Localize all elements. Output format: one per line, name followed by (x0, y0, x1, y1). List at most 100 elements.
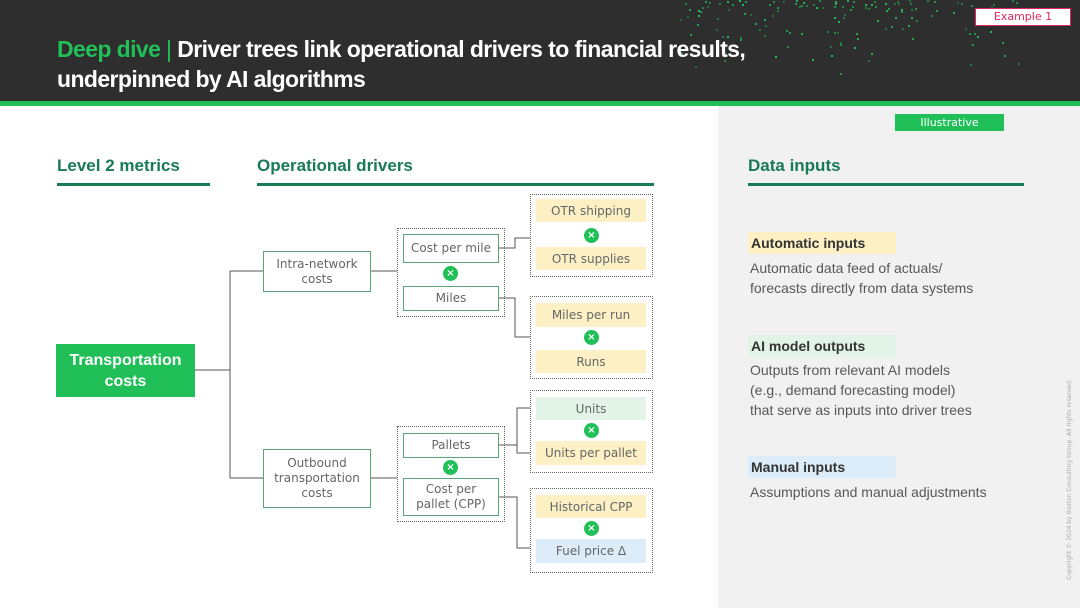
decorative-dot (698, 14, 701, 17)
decorative-dot (990, 30, 993, 33)
decorative-dot (976, 36, 979, 39)
decorative-dot (864, 4, 867, 7)
decorative-dot (690, 33, 693, 36)
decorative-dot (786, 46, 789, 49)
decorative-dot (876, 20, 879, 23)
decorative-dot (759, 29, 762, 32)
decorative-dot (972, 43, 975, 46)
decorative-dot (800, 33, 803, 36)
decorative-dot (798, 6, 801, 9)
decorative-dot (911, 38, 914, 41)
decorative-dot (1012, 0, 1015, 3)
decorative-dot (855, 33, 858, 36)
cpp-group (530, 488, 653, 573)
operational-heading: Operational drivers (257, 156, 413, 175)
decorative-dot (755, 22, 758, 25)
desc-line: Outputs from relevant AI models (750, 362, 950, 378)
decorative-dot (727, 8, 730, 11)
decorative-dot (911, 16, 914, 19)
decorative-dot (833, 32, 836, 35)
decorative-dot (724, 52, 727, 55)
decorative-dot (702, 6, 705, 9)
intra-network-node: Intra-network costs (263, 251, 371, 292)
decorative-dot (785, 29, 788, 32)
manual-inputs-desc: Assumptions and manual adjustments (750, 482, 987, 502)
decorative-dot (739, 38, 742, 41)
decorative-dot (871, 4, 874, 7)
decorative-dot (910, 3, 913, 6)
decorative-dot (854, 47, 857, 50)
miles-per-run-node: Miles per run (536, 303, 646, 327)
decorative-dot (837, 32, 840, 35)
decorative-dot (844, 14, 847, 17)
decorative-dot (841, 6, 844, 9)
decorative-dot (885, 3, 888, 6)
decorative-dot (826, 31, 829, 34)
decorative-dot (821, 7, 824, 10)
title-line-2: underpinned by AI algorithms (57, 66, 366, 92)
decorative-dot (783, 1, 786, 4)
title-separator: | (160, 36, 178, 62)
cpp-node: Cost per pallet (CPP) (403, 478, 499, 516)
units-per-pallet-node: Units per pallet (536, 441, 646, 465)
decorative-dot (852, 1, 855, 4)
decorative-dot (708, 1, 711, 4)
decorative-dot (681, 51, 684, 54)
decorative-dot (953, 11, 956, 14)
decorative-dot (684, 2, 687, 5)
decorative-dot (731, 3, 734, 6)
decorative-dot (1002, 41, 1005, 44)
intra-driver-group (397, 228, 505, 317)
decorative-dot (819, 0, 822, 2)
decorative-dot (867, 59, 870, 62)
multiply-icon: × (443, 460, 458, 475)
decorative-dot (719, 2, 722, 5)
decorative-dot (926, 0, 929, 3)
decorative-dot (956, 1, 959, 4)
ai-model-outputs-label: AI model outputs (748, 335, 896, 357)
decorative-dot (965, 28, 968, 31)
decorative-dot (974, 32, 977, 35)
operational-underline (257, 183, 654, 186)
decorative-dot (885, 27, 888, 30)
decorative-dot (908, 24, 911, 27)
decorative-dot (915, 7, 918, 10)
decorative-dot (969, 33, 972, 36)
decorative-dot (704, 1, 707, 4)
decorative-dot (960, 3, 963, 6)
pallets-node: Pallets (403, 433, 499, 458)
decorative-dot (763, 35, 766, 38)
decorative-dot (896, 0, 899, 3)
outbound-driver-group (397, 426, 505, 522)
decorative-dot (695, 66, 698, 69)
decorative-dot (831, 54, 834, 57)
decorative-dot (813, 3, 816, 6)
title-highlight: Deep dive (57, 36, 161, 62)
decorative-dot (722, 36, 725, 39)
decorative-dot (901, 11, 904, 14)
decorative-dot (830, 45, 833, 48)
title-line-1: Driver trees link operational drivers to… (177, 36, 746, 62)
decorative-dot (1015, 1, 1018, 4)
decorative-dot (789, 31, 792, 34)
decorative-dot (812, 59, 815, 62)
decorative-dot (696, 23, 699, 26)
decorative-dot (1018, 63, 1021, 66)
desc-line: that serve as inputs into driver trees (750, 402, 972, 418)
desc-line: Automatic data feed of actuals/ (750, 260, 943, 276)
decorative-dot (886, 9, 889, 12)
multiply-icon: × (584, 330, 599, 345)
illustrative-tag: Illustrative (895, 114, 1004, 131)
decorative-dot (774, 55, 777, 58)
multiply-icon: × (584, 228, 599, 243)
page-title: Deep dive | Driver trees link operationa… (57, 34, 746, 94)
miles-group (530, 296, 653, 379)
decorative-dot (776, 9, 779, 12)
decorative-dot (803, 2, 806, 5)
decorative-dot (856, 37, 859, 40)
decorative-dot (901, 28, 904, 31)
cost-per-mile-node: Cost per mile (403, 234, 499, 263)
data-inputs-underline (748, 183, 1024, 186)
desc-line: Assumptions and manual adjustments (750, 484, 987, 500)
decorative-dot (680, 18, 683, 21)
